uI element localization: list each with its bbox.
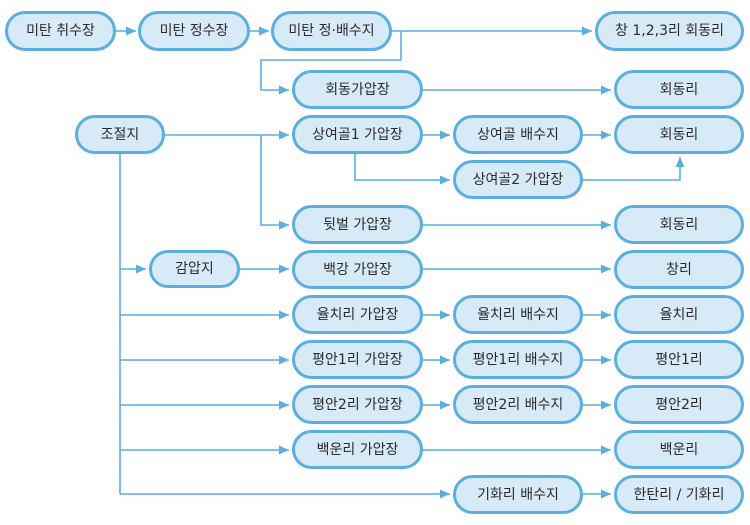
pressure-reducing-tank-node: 감압지 xyxy=(149,250,240,288)
sangyeogol1-pump-node: 상여골1 가압장 xyxy=(292,115,423,154)
village-hoedong-node: 회동리 xyxy=(614,70,744,109)
yulchi-reservoir-node: 율치리 배수지 xyxy=(453,295,583,334)
village-pyeongan1-node: 평안1리 xyxy=(614,340,744,379)
village-chang-node: 창리 xyxy=(614,250,744,289)
village-pyeongan2-node: 평안2리 xyxy=(614,385,744,424)
source-node: 미탄 취수장 xyxy=(5,11,116,51)
regulating-tank-node: 조절지 xyxy=(75,115,165,154)
sangyeogol-reservoir-node: 상여골 배수지 xyxy=(453,115,583,154)
village-hoedong-node: 회동리 xyxy=(614,205,744,244)
arrow-sy2-village xyxy=(583,157,685,181)
baegun-pump-node: 백운리 가압장 xyxy=(292,430,423,469)
pyeongan1-reservoir-node: 평안1리 배수지 xyxy=(453,340,583,379)
village-baegun-node: 백운리 xyxy=(614,430,744,469)
yulchi-pump-node: 율치리 가압장 xyxy=(292,295,423,334)
sangyeogol2-pump-node: 상여골2 가압장 xyxy=(453,160,583,199)
village-hantan-gihwa-node: 한탄리 / 기화리 xyxy=(614,475,744,514)
pyeongan2-reservoir-node: 평안2리 배수지 xyxy=(453,385,583,424)
dwitbeol-pump-node: 뒷벌 가압장 xyxy=(292,205,423,244)
arrow-sy1-sy2 xyxy=(354,154,450,185)
baekgang-pump-node: 백강 가압장 xyxy=(292,250,423,289)
hoedong-pump-node: 회동가압장 xyxy=(292,70,423,109)
village-hoedong-node: 회동리 xyxy=(614,115,744,154)
arrow-dist-hoedong-pump xyxy=(260,31,402,95)
village-chang-hoedong-node: 창 1,2,3리 회동리 xyxy=(595,11,744,51)
pyeongan2-pump-node: 평안2리 가압장 xyxy=(292,385,423,424)
gihwa-reservoir-node: 기화리 배수지 xyxy=(453,475,583,514)
purification-plant-node: 미탄 정수장 xyxy=(138,11,250,51)
arrow-tank-dwit xyxy=(260,135,289,230)
village-yulchi-node: 율치리 xyxy=(614,295,744,334)
distribution-reservoir-node: 미탄 정·배수지 xyxy=(271,11,392,51)
pyeongan1-pump-node: 평안1리 가압장 xyxy=(292,340,423,379)
